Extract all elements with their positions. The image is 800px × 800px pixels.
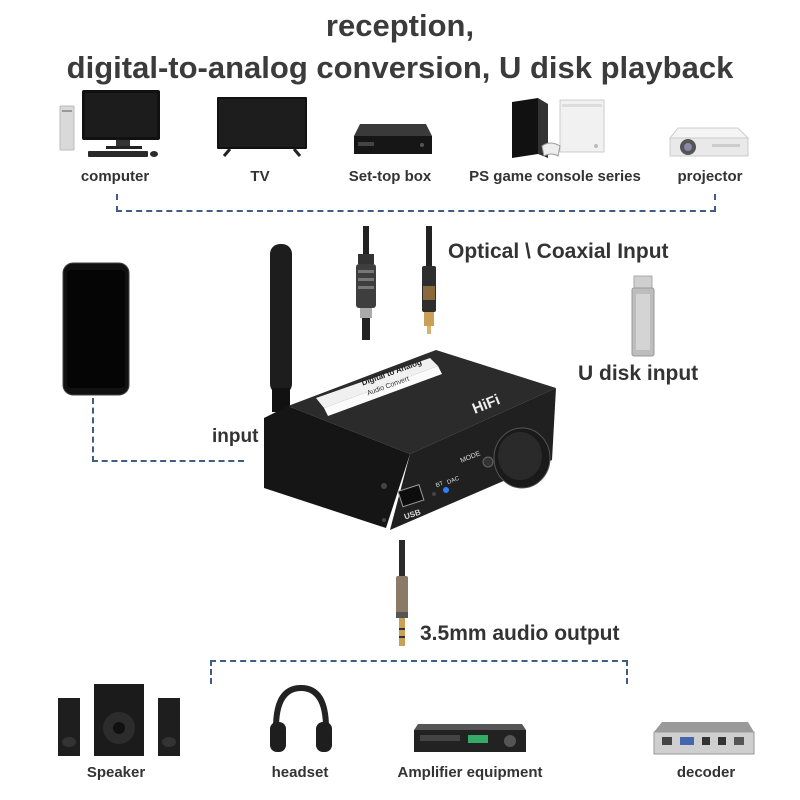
- source-label-set-top-box: Set-top box: [348, 168, 432, 185]
- optical-coaxial-input-label: Optical \ Coaxial Input: [448, 240, 669, 263]
- speaker-icon: [58, 684, 180, 756]
- audio-output-label: 3.5mm audio output: [420, 622, 620, 645]
- coaxial-cable: [422, 226, 436, 334]
- phone-icon: [62, 262, 130, 396]
- optical-cable: [356, 226, 376, 340]
- source-connector-line: [116, 194, 716, 212]
- phone-connector-line: [92, 398, 244, 462]
- output-label-decoder: decoder: [676, 764, 736, 781]
- phone-input-label: input: [212, 426, 259, 447]
- source-label-console: PS game console series: [469, 168, 641, 185]
- u-disk-icon: [631, 275, 655, 357]
- output-label-speaker: Speaker: [86, 764, 146, 781]
- tv-icon: [217, 97, 307, 157]
- headset-icon: [270, 684, 332, 752]
- projector-icon: [668, 127, 750, 157]
- game-console-icon: [512, 98, 605, 158]
- source-label-computer: computer: [80, 168, 150, 185]
- output-connector-line: [210, 660, 628, 684]
- title-line-2: digital-to-analog conversion, U disk pla…: [66, 50, 734, 85]
- audio-3-5mm-cable: [396, 540, 408, 646]
- source-label-projector: projector: [677, 168, 743, 185]
- set-top-box-icon: [354, 124, 432, 154]
- source-label-tv: TV: [250, 168, 270, 185]
- dac-device: [264, 244, 556, 530]
- decoder-icon: [653, 722, 755, 755]
- output-label-amplifier: Amplifier equipment: [397, 764, 543, 781]
- amplifier-icon: [414, 724, 526, 752]
- u-disk-input-label: U disk input: [578, 362, 699, 385]
- computer-icon: [59, 90, 160, 157]
- output-label-headset: headset: [271, 764, 329, 781]
- title-line-1: reception,: [325, 8, 475, 43]
